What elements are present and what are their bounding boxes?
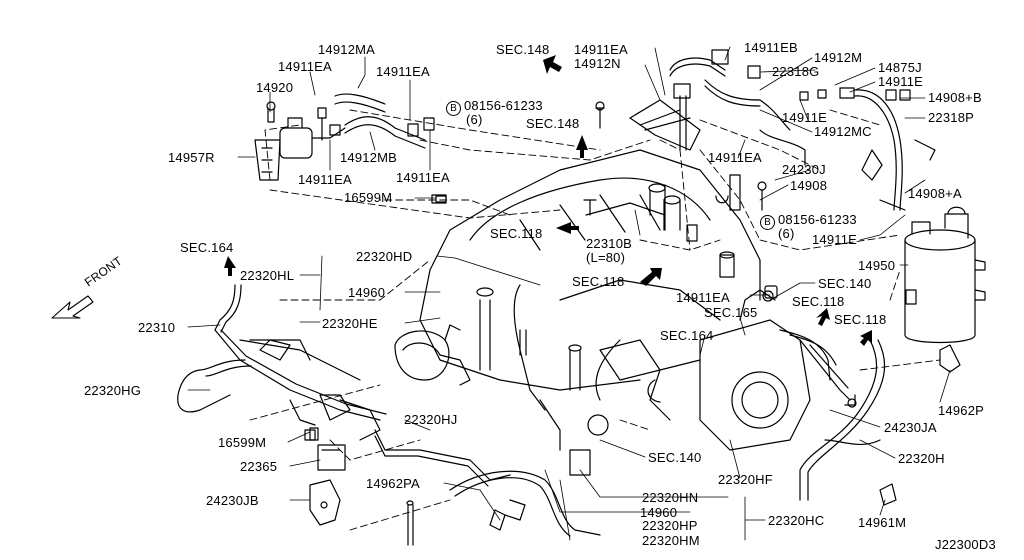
label-22310B: 22310B bbox=[586, 236, 633, 251]
label-22320HP: 22320HP bbox=[642, 518, 698, 533]
intake-manifold bbox=[419, 149, 761, 411]
label-sec164-a: SEC.164 bbox=[180, 240, 234, 255]
label-sec118-b: SEC.118 bbox=[572, 274, 625, 289]
bolt-b-part: 08156-61233 bbox=[778, 212, 857, 227]
evap-canister bbox=[799, 206, 986, 506]
label-14950: 14950 bbox=[858, 258, 896, 273]
bolt-symbol-icon: B bbox=[760, 215, 775, 230]
label-14911E-a: 14911E bbox=[878, 74, 924, 89]
label-14911EA-c: 14911EA bbox=[298, 172, 352, 187]
label-22320HF: 22320HF bbox=[718, 472, 773, 487]
label-14960-a: 14960 bbox=[348, 285, 386, 300]
label-22320HE: 22320HE bbox=[322, 316, 378, 331]
label-14908B: 14908+B bbox=[928, 90, 982, 105]
label-14911EA-g: 14911EA bbox=[676, 290, 730, 305]
bolt-symbol-icon: B bbox=[446, 101, 461, 116]
bolt-a-part: 08156-61233 bbox=[464, 98, 543, 113]
label-14912M: 14912M bbox=[814, 50, 863, 65]
label-14908: 14908 bbox=[790, 178, 828, 193]
label-14912MC: 14912MC bbox=[814, 124, 872, 139]
label-sec148-b: SEC.148 bbox=[526, 116, 580, 131]
label-22320HD: 22320HD bbox=[356, 249, 413, 264]
label-sec165: SEC.165 bbox=[704, 305, 758, 320]
left-pipe-harness bbox=[177, 284, 601, 546]
label-22320HL: 22320HL bbox=[240, 268, 295, 283]
label-24230J: 24230J bbox=[782, 162, 826, 177]
label-14912MA: 14912MA bbox=[318, 42, 376, 57]
label-14961M: 14961M bbox=[858, 515, 907, 530]
label-sec140-b: SEC.140 bbox=[648, 450, 702, 465]
label-22320HJ: 22320HJ bbox=[404, 412, 458, 427]
label-sec164-b: SEC.164 bbox=[660, 328, 714, 343]
front-arrow-icon bbox=[51, 295, 94, 319]
label-14911EB: 14911EB bbox=[744, 40, 798, 55]
label-sec148-a: SEC.148 bbox=[496, 42, 550, 57]
label-24230JB: 24230JB bbox=[206, 493, 259, 508]
label-14920: 14920 bbox=[256, 80, 294, 95]
label-16599M-a: 16599M bbox=[344, 190, 393, 205]
label-sec118-a: SEC.118 bbox=[490, 226, 543, 241]
label-22310: 22310 bbox=[138, 320, 176, 335]
small-hardware bbox=[309, 194, 856, 441]
direction-arrows bbox=[224, 55, 872, 346]
label-22310B-len: (L=80) bbox=[586, 250, 626, 265]
label-22320HM: 22320HM bbox=[642, 533, 700, 548]
label-14912N: 14912N bbox=[574, 56, 621, 71]
label-22318P: 22318P bbox=[928, 110, 975, 125]
diagram-id: J22300D3 bbox=[935, 537, 996, 552]
label-22365: 22365 bbox=[240, 459, 278, 474]
label-sec118-d: SEC.118 bbox=[834, 312, 887, 327]
label-14957R: 14957R bbox=[168, 150, 215, 165]
label-14911EA-a: 14911EA bbox=[278, 59, 332, 74]
label-14911EA-f: 14911EA bbox=[708, 150, 762, 165]
label-bolt-a-qty: (6) bbox=[466, 112, 483, 127]
throttle-chamber bbox=[569, 285, 851, 476]
label-14911E-c: 14911E bbox=[812, 232, 858, 247]
label-22318G: 22318G bbox=[772, 64, 820, 79]
label-14962P: 14962P bbox=[938, 403, 985, 418]
label-sec118-c: SEC.118 bbox=[792, 294, 845, 309]
label-22320HN: 22320HN bbox=[642, 490, 699, 505]
label-14960-b: 14960 bbox=[640, 505, 678, 520]
label-14911EA-e: 14911EA bbox=[574, 42, 628, 57]
label-bolt-b-qty: (6) bbox=[778, 226, 795, 241]
top-center-tubing bbox=[595, 49, 936, 211]
label-22320H: 22320H bbox=[898, 451, 945, 466]
label-14962PA: 14962PA bbox=[366, 476, 420, 491]
dashed-reference-lines bbox=[249, 109, 941, 531]
label-16599M-b: 16599M bbox=[218, 435, 267, 450]
label-14911E-b: 14911E bbox=[782, 110, 828, 125]
label-22320HC: 22320HC bbox=[768, 513, 825, 528]
label-14911EA-b: 14911EA bbox=[376, 64, 430, 79]
label-24230JA: 24230JA bbox=[884, 420, 937, 435]
vacuum-valve-cluster bbox=[254, 93, 447, 203]
label-14908A: 14908+A bbox=[908, 186, 962, 201]
label-14875J: 14875J bbox=[878, 60, 922, 75]
label-14912MB: 14912MB bbox=[340, 150, 398, 165]
label-sec140-a: SEC.140 bbox=[818, 276, 872, 291]
label-22320HG: 22320HG bbox=[84, 383, 142, 398]
label-14911EA-d: 14911EA bbox=[396, 170, 450, 185]
